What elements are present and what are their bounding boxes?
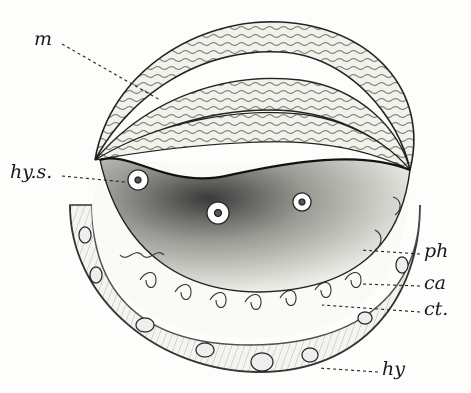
label-m: m (34, 30, 52, 49)
leader-hy (318, 368, 378, 372)
label-ct: ct. (424, 300, 448, 319)
label-ph: ph (424, 242, 448, 261)
label-hys: hy.s. (10, 163, 52, 182)
label-hy: hy (382, 360, 405, 379)
label-ca: ca (424, 274, 446, 293)
